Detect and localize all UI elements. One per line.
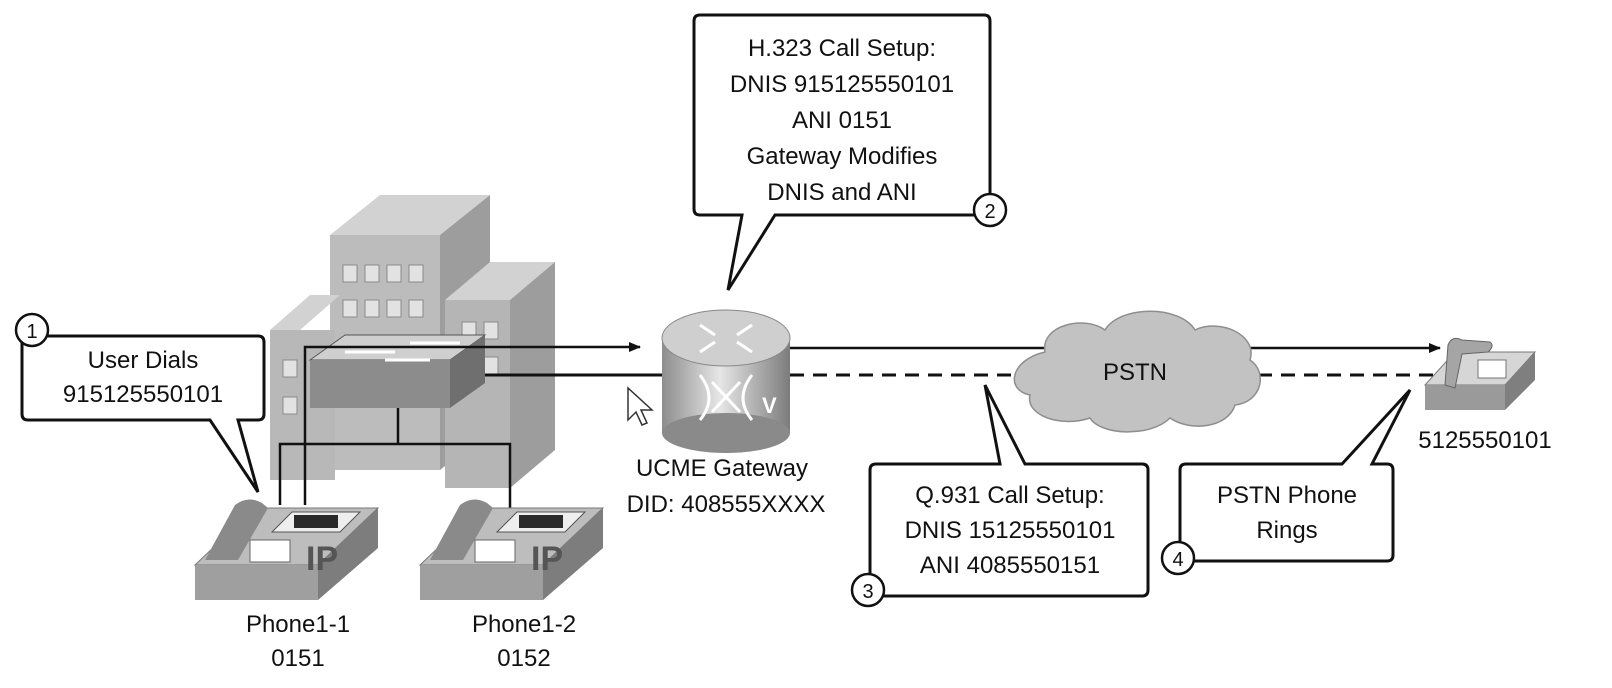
ip-phone-2-icon: IP — [418, 499, 605, 600]
callout-2-line-2: DNIS 915125550101 — [730, 71, 954, 98]
gateway-did-label: DID: 408555XXXX — [627, 491, 826, 518]
pstn-label: PSTN — [1103, 359, 1167, 386]
ip-phone-1-icon: IP — [193, 499, 380, 600]
phone1-name-label: Phone1-1 — [246, 611, 350, 638]
pstn-phone-number-label: 5125550101 — [1418, 427, 1551, 454]
callout-3-line-3: ANI 4085550151 — [920, 552, 1100, 579]
gateway-router-icon: V — [661, 309, 791, 453]
callout-2-line-3: ANI 0151 — [792, 107, 892, 134]
phone2-extension-label: 0152 — [497, 645, 550, 672]
callout-step-1: User Dials 915125550101 1 — [14, 312, 266, 493]
step-2-number: 2 — [984, 201, 995, 223]
voice-mark: V — [762, 393, 777, 418]
step-1-number: 1 — [26, 321, 37, 343]
pstn-cloud-icon: PSTN — [1013, 310, 1261, 433]
step-2-badge — [972, 192, 1008, 228]
pstn-phone-icon — [1423, 337, 1537, 410]
step-4-number: 4 — [1172, 549, 1183, 571]
callout-step-3: Q.931 Call Setup: DNIS 15125550101 ANI 4… — [850, 384, 1150, 608]
callout-1-line-2: 915125550101 — [63, 381, 223, 408]
gateway-name-label: UCME Gateway — [636, 455, 808, 482]
phone2-name-label: Phone1-2 — [472, 611, 576, 638]
ip-badge: IP — [531, 540, 563, 578]
callout-3-line-2: DNIS 15125550101 — [905, 517, 1116, 544]
step-1-badge — [14, 312, 50, 348]
cursor-icon — [627, 386, 654, 426]
callout-4-line-2: Rings — [1256, 517, 1317, 544]
callout-2-line-4: Gateway Modifies — [747, 143, 938, 170]
step-4-badge — [1160, 540, 1196, 576]
callout-3-line-1: Q.931 Call Setup: — [915, 482, 1104, 509]
callout-1-line-1: User Dials — [88, 347, 199, 374]
callout-2-line-1: H.323 Call Setup: — [748, 35, 936, 62]
callout-step-4: PSTN Phone Rings 4 — [1160, 388, 1412, 576]
phone1-extension-label: 0151 — [271, 645, 324, 672]
ip-badge: IP — [306, 540, 338, 578]
callout-step-2: H.323 Call Setup: DNIS 915125550101 ANI … — [692, 13, 1008, 291]
step-3-number: 3 — [862, 581, 873, 603]
callout-2-line-5: DNIS and ANI — [767, 179, 916, 206]
callout-4-line-1: PSTN Phone — [1217, 482, 1357, 509]
step-3-badge — [850, 572, 886, 608]
